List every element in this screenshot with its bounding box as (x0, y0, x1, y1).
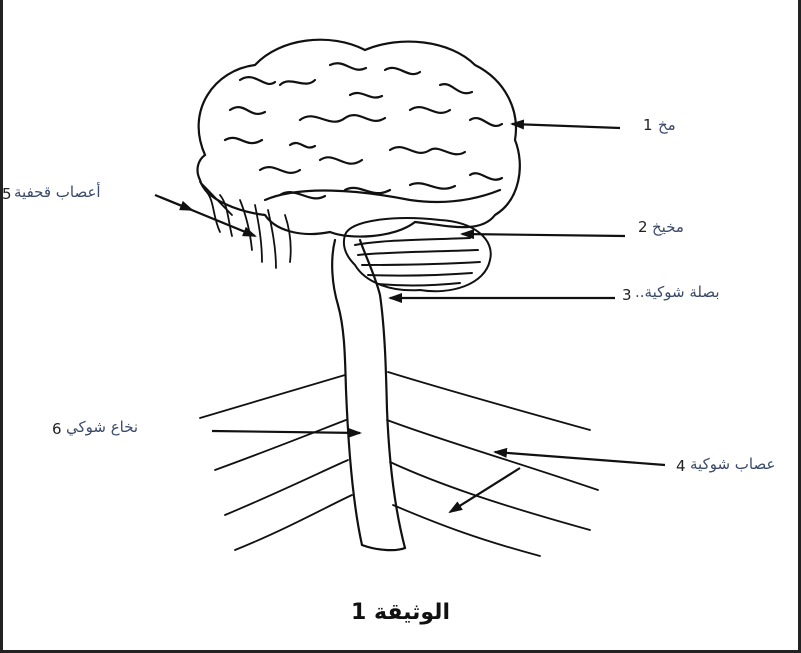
label-4-number: 4 (676, 457, 686, 475)
label-2-number: 2 (638, 218, 648, 236)
document-caption: الوثيقة 1 (0, 600, 801, 625)
label-5-text: أعصاب قحفية (14, 183, 101, 201)
label-5-number: 5 (2, 185, 12, 203)
spinal-cord-drawing (332, 240, 405, 550)
label-3-text: بصلة شوكية.. (635, 283, 720, 301)
label-3-number: 3 (622, 286, 632, 304)
annotation-arrows (155, 124, 665, 512)
label-2-text: مخيخ (652, 218, 684, 236)
arrow-4a (495, 452, 665, 465)
label-6-number: 6 (52, 420, 62, 438)
label-1-text: مخ (658, 116, 676, 134)
label-6-text: نخاع شوكي (66, 418, 138, 436)
brain-drawing (198, 40, 520, 237)
label-1-number: 1 (643, 116, 653, 134)
arrow-6 (212, 431, 360, 433)
spinal-nerves-drawing (200, 372, 598, 556)
label-4-text: عصاب شوكية (690, 455, 775, 473)
arrow-1 (512, 124, 620, 128)
arrow-2 (462, 234, 625, 236)
